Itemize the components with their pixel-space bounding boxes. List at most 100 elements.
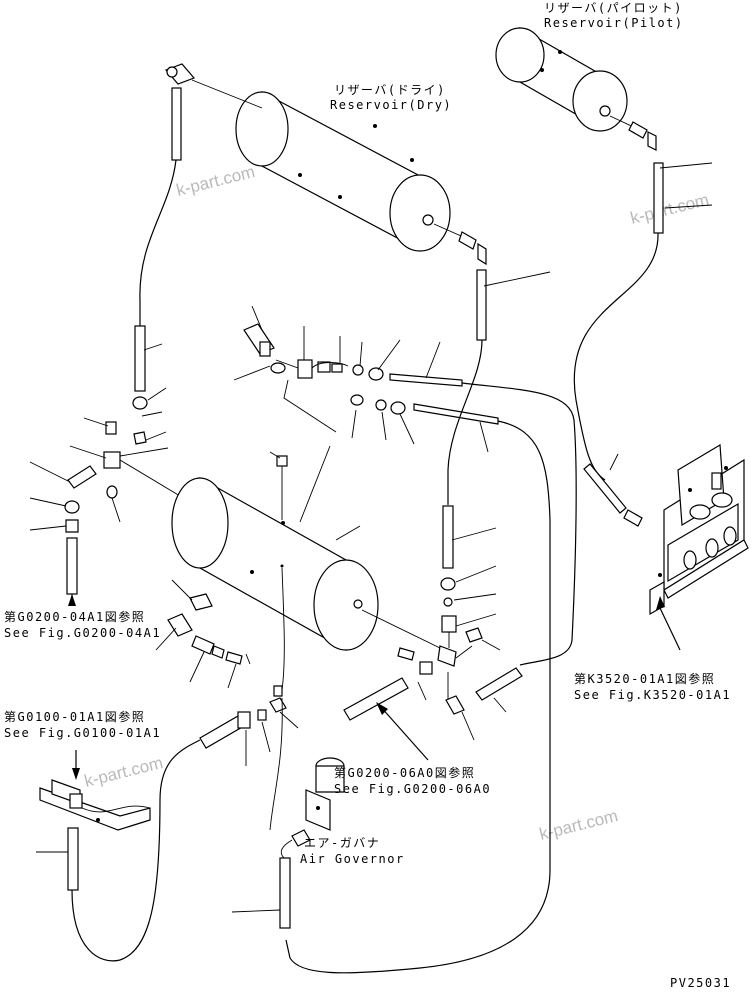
pipe-line [281, 567, 285, 691]
fitting-elbow [164, 63, 196, 161]
tee-fitting [441, 615, 457, 633]
nut [443, 597, 453, 607]
leader-line [493, 697, 507, 713]
tee-fitting-lower [343, 645, 523, 721]
arrow-head [68, 594, 76, 606]
leader-line [231, 909, 281, 913]
main-reservoir [171, 476, 379, 652]
leader-line [279, 711, 299, 729]
leader-line [69, 445, 107, 459]
plug [276, 455, 288, 467]
nut [237, 711, 251, 729]
see-g0100-label-en: See Fig.G0100-01A1 [4, 726, 161, 740]
leader-line [359, 341, 363, 367]
reservoir-pilot-label-jp: リザーバ(パイロット) [544, 1, 683, 15]
leader-line [609, 453, 619, 471]
see-g0200-04a1-label-en: See Fig.G0200-04A1 [4, 626, 161, 640]
watermark: k-part.com [628, 190, 711, 228]
nut [132, 396, 148, 410]
pipe-line [275, 359, 299, 369]
leader-line [664, 204, 713, 209]
reservoir-dry [235, 91, 487, 341]
air-governor-label-jp: エア-ガバナ [304, 836, 380, 850]
leader-line [29, 461, 71, 483]
leader-line [659, 162, 713, 169]
leader-line [269, 451, 281, 459]
arrow-head [656, 596, 665, 610]
fitting [465, 627, 483, 643]
leader-line [189, 651, 205, 683]
leader-line [351, 409, 357, 439]
arrow-head [376, 702, 388, 715]
leader-line [377, 339, 401, 371]
pipe-line [573, 232, 659, 481]
leader-line [381, 411, 387, 441]
leader-line [141, 411, 163, 417]
leader-line [335, 525, 361, 541]
leader-line [461, 711, 475, 741]
air-governor [279, 757, 345, 929]
pipe-line [447, 339, 483, 505]
pipe-line [311, 362, 349, 369]
leader-line [147, 387, 167, 401]
bracket-assembly [39, 779, 151, 891]
leader-line [245, 653, 251, 665]
leader-line [251, 305, 263, 331]
leader-line [83, 417, 109, 427]
leader-line [455, 613, 497, 627]
leader-line [111, 497, 121, 523]
fitting [269, 697, 287, 713]
see-g0200-04a1-label-jp: 第G0200-04A1図参照 [4, 609, 145, 624]
leader-line [29, 497, 67, 507]
leader-line [261, 721, 271, 753]
leader-line [143, 343, 163, 351]
leader-line [119, 447, 169, 457]
leader-line [455, 565, 497, 583]
watermark: k-part.com [174, 162, 257, 200]
air-governor-label-en: Air Governor [300, 852, 405, 866]
hose [199, 715, 245, 749]
leader-line [399, 413, 415, 445]
leader-line [425, 341, 441, 379]
leader-line [171, 579, 193, 601]
pipe-line [455, 645, 473, 659]
see-g0200-06a0-label-jp: 第G0200-06A0図参照 [334, 765, 475, 780]
leader-line [483, 271, 551, 287]
reservoir-pilot [495, 26, 664, 234]
leader-line [29, 525, 67, 531]
pipe-line [71, 739, 201, 962]
tee-fitting-left [64, 421, 147, 595]
see-g0100-label-jp: 第G0100-01A1図参照 [4, 709, 145, 724]
leader-line [283, 379, 337, 433]
leader-line [451, 527, 497, 541]
arrow-head [72, 768, 80, 780]
nut [440, 577, 456, 591]
see-k3520-label-jp: 第K3520-01A1図参照 [574, 671, 715, 686]
hose [583, 463, 627, 514]
drain-fittings [167, 593, 283, 697]
see-g0200-06a0-label-en: See Fig.G0200-06A0 [334, 782, 491, 796]
watermark: k-part.com [82, 753, 165, 791]
pipe-line [119, 459, 181, 497]
leader-line [299, 445, 331, 523]
leader-line [417, 681, 427, 701]
pointer-arrow [379, 705, 429, 761]
pipe-line [269, 697, 283, 831]
pointer-arrow [659, 607, 681, 651]
pipe-line [361, 609, 441, 649]
see-k3520-label-en: See Fig.K3520-01A1 [574, 688, 731, 702]
leader-line [155, 627, 177, 651]
pipe-line [280, 839, 293, 859]
leader-line [481, 639, 501, 651]
reservoir-dry-label-en: Reservoir(Dry) [330, 98, 452, 112]
reservoir-pilot-label-en: Reservoir(Pilot) [544, 16, 684, 30]
reservoir-dry-label-jp: リザーバ(ドライ) [334, 83, 446, 97]
hose [442, 505, 454, 569]
control-panel [649, 443, 749, 616]
nut [257, 709, 267, 721]
leader-line [227, 663, 237, 689]
tee-fitting-upper [243, 323, 499, 425]
drawing-code: PV25031 [670, 976, 731, 990]
leader-line [453, 593, 497, 601]
